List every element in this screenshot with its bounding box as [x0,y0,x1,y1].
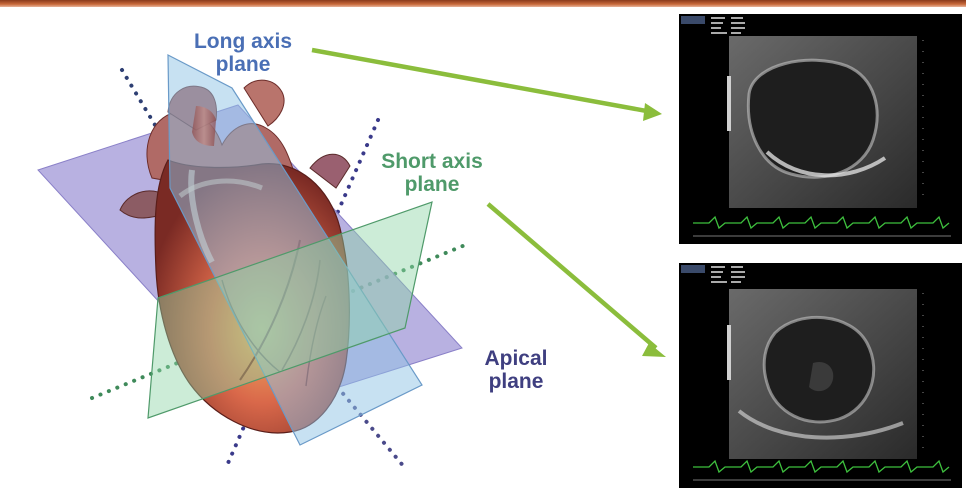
mode-badge [681,16,705,24]
long-axis-arrow [312,50,652,112]
short-axis-arrow [488,204,656,348]
long-axis-arrowhead [643,103,662,121]
short-axis-ultrasound [679,263,962,488]
long-axis-ultrasound [679,14,962,244]
ultrasound-image [679,263,962,488]
ultrasound-image [679,14,962,244]
mode-badge [681,265,705,273]
gray-scale-bar [727,76,731,131]
gray-scale-bar [727,325,731,380]
